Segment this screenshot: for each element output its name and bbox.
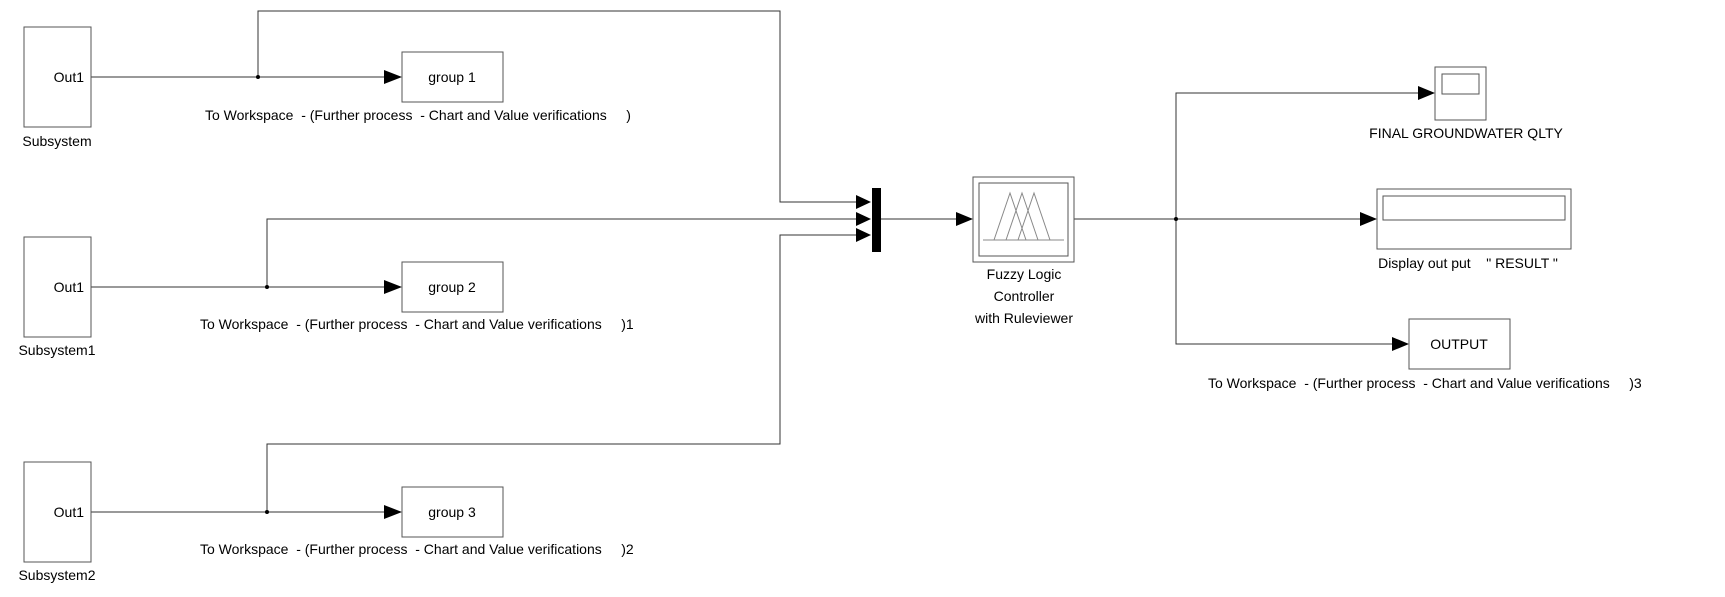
to-workspace-group1-block[interactable]: group 1 To Workspace - (Further process … bbox=[205, 51, 631, 123]
block-label: group 3 bbox=[428, 504, 476, 520]
arrowhead bbox=[384, 505, 402, 519]
block-name: Subsystem1 bbox=[18, 342, 95, 358]
arrowhead bbox=[1360, 212, 1377, 226]
block-caption: To Workspace - (Further process - Chart … bbox=[1208, 375, 1642, 391]
block-name-line2: Controller bbox=[994, 288, 1055, 304]
block-caption: To Workspace - (Further process - Chart … bbox=[205, 107, 631, 123]
subsystem2-block[interactable]: Out1 Subsystem2 bbox=[18, 461, 96, 583]
fuzzy-logic-controller-block[interactable]: Fuzzy Logic Controller with Ruleviewer bbox=[972, 176, 1075, 326]
arrowhead bbox=[856, 195, 871, 209]
membership-function-icon bbox=[983, 191, 1064, 241]
branch-point bbox=[265, 510, 269, 514]
arrowheads bbox=[384, 70, 1435, 519]
subsystem-block[interactable]: Out1 Subsystem bbox=[22, 26, 92, 149]
port-label: Out1 bbox=[54, 69, 85, 85]
arrowhead bbox=[956, 212, 973, 226]
arrowhead bbox=[1392, 337, 1409, 351]
block-label: group 2 bbox=[428, 279, 476, 295]
mux-block[interactable] bbox=[872, 188, 881, 252]
port-label: Out1 bbox=[54, 279, 85, 295]
branch-point bbox=[265, 285, 269, 289]
block-name: Subsystem2 bbox=[18, 567, 95, 583]
arrowhead bbox=[384, 70, 402, 84]
port-label: Out1 bbox=[54, 504, 85, 520]
to-workspace-group2-block[interactable]: group 2 To Workspace - (Further process … bbox=[200, 261, 634, 332]
subsystem1-block[interactable]: Out1 Subsystem1 bbox=[18, 236, 96, 358]
arrowhead bbox=[856, 212, 871, 226]
to-workspace-output-block[interactable]: OUTPUT To Workspace - (Further process -… bbox=[1208, 318, 1642, 391]
to-workspace-group3-block[interactable]: group 3 To Workspace - (Further process … bbox=[200, 486, 634, 557]
block-name: Subsystem bbox=[22, 133, 91, 149]
block-name: FINAL GROUNDWATER QLTY bbox=[1369, 125, 1563, 141]
block-name-line3: with Ruleviewer bbox=[974, 310, 1073, 326]
display-block[interactable]: Display out put " RESULT " bbox=[1376, 188, 1572, 271]
arrowhead bbox=[856, 228, 871, 242]
branch-point bbox=[256, 75, 260, 79]
block-caption: To Workspace - (Further process - Chart … bbox=[200, 541, 634, 557]
block-name: Display out put " RESULT " bbox=[1378, 255, 1558, 271]
signal-lines bbox=[91, 10, 1420, 513]
scope-block[interactable]: FINAL GROUNDWATER QLTY bbox=[1369, 66, 1563, 141]
arrowhead bbox=[384, 280, 402, 294]
block-label: group 1 bbox=[428, 69, 476, 85]
arrowhead bbox=[1418, 86, 1435, 100]
block-label: OUTPUT bbox=[1430, 336, 1488, 352]
block-name-line1: Fuzzy Logic bbox=[987, 266, 1062, 282]
branch-point bbox=[1174, 217, 1178, 221]
block-caption: To Workspace - (Further process - Chart … bbox=[200, 316, 634, 332]
